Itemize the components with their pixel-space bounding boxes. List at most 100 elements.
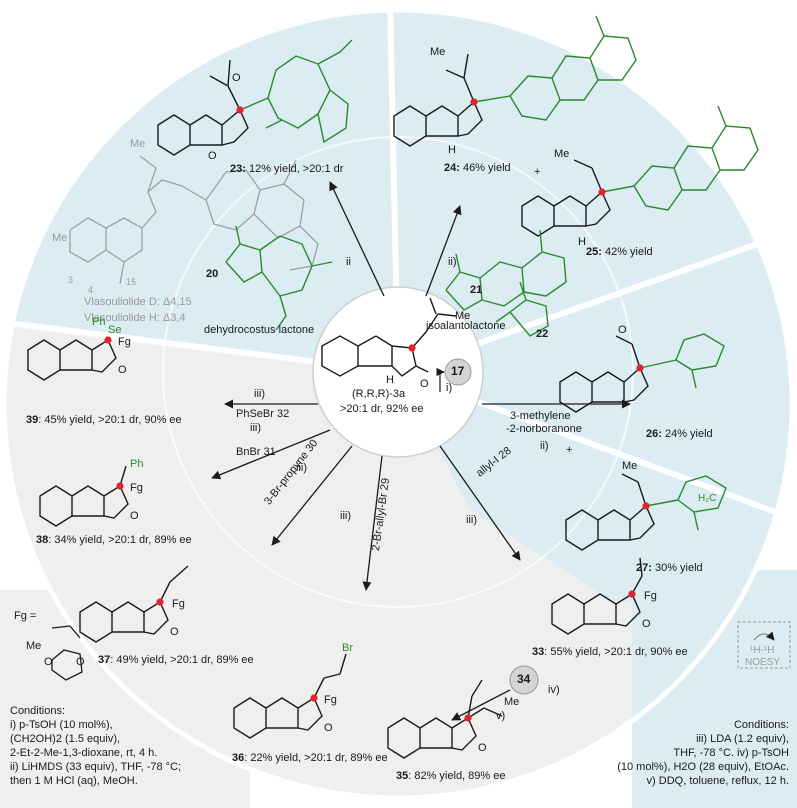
atom-me-35: Me — [504, 696, 520, 708]
reagent-bnbr: BnBr 31 — [236, 446, 276, 458]
atom-o-33: O — [642, 618, 651, 630]
atom-o-35: O — [478, 742, 487, 754]
plus-26-27: + — [566, 444, 573, 456]
atom-br-36: Br — [342, 642, 353, 654]
vlasouliolide-structure — [69, 155, 319, 285]
caption-24: 24: 46% yield — [444, 162, 511, 174]
atom-me-24: Me — [430, 46, 446, 58]
conditions-right-line-4: v) DDQ, toluene, reflux, 12 h. — [646, 775, 789, 787]
atom-ph-39: Ph — [92, 316, 106, 328]
atom-h-25: H — [578, 236, 586, 248]
vlasouliolide-n3: 3 — [68, 275, 74, 285]
conditions-left-panel — [0, 590, 250, 808]
product-27-green-part — [645, 475, 727, 531]
plus-24-25: + — [534, 166, 541, 178]
fg-me: Me — [26, 640, 42, 652]
conditions-right-line-2: THF, -78 °C. iv) p-TsOH — [673, 747, 789, 759]
step-iii-propyne: iii) — [296, 462, 307, 474]
norbornanone-step: ii) — [540, 440, 549, 452]
substrate-label: (R,R,R)-3a — [352, 388, 406, 400]
atom-o-23-ring: O — [208, 150, 217, 162]
product-23-structure — [157, 59, 249, 156]
caption-39: 39: 45% yield, >20:1 dr, 90% ee — [26, 414, 182, 426]
caption-35: 35: 82% yield, 89% ee — [396, 770, 506, 782]
vlasouliolide-n15: 15 — [126, 277, 137, 287]
product-36-structure — [233, 653, 347, 739]
conditions-left-line-5: then 1 M HCl (aq), MeOH. — [10, 775, 138, 787]
conditions-right-line-1: iii) LDA (1.2 equiv), — [696, 733, 789, 745]
noesy-legend-box — [737, 621, 791, 669]
atom-me-27: Me — [622, 460, 638, 472]
vlasouliolide-n4: 4 — [88, 285, 94, 295]
atom-o-37: O — [170, 626, 179, 638]
step-ii-left: ii — [346, 256, 351, 268]
product-23-green-part — [239, 39, 353, 144]
lactone-21-structure — [445, 229, 567, 311]
reagent-phsebr: PhSeBr 32 — [236, 408, 290, 420]
step-ii-right: ii) — [448, 256, 457, 268]
compound-34-label: 34 — [517, 672, 531, 686]
conditions-right-line-3: (10 mol%), H2O (28 equiv), EtOAc. — [617, 761, 789, 773]
noesy-label: NOESY — [745, 657, 781, 668]
norbornanone-name-1: 3-methylene — [510, 410, 571, 422]
atom-fg-36: Fg — [324, 694, 337, 706]
fg-definition-label: Fg = — [14, 610, 37, 622]
atom-o-38: O — [130, 510, 139, 522]
atom-h2c-27: H₂C — [698, 493, 717, 504]
product-37-structure — [79, 565, 189, 643]
product-25-green-part — [601, 105, 759, 211]
reaction-arrows — [211, 181, 631, 721]
product-39-structure — [27, 338, 117, 381]
atom-fg-37: Fg — [172, 598, 185, 610]
conditions-right-panel — [632, 570, 797, 808]
conditions-right-title: Conditions: — [733, 719, 789, 731]
stereocenter-dot — [408, 344, 416, 352]
step-v: v) — [496, 710, 506, 722]
vlasouliolide-d: Vlasouliolide D: Δ4,15 — [84, 296, 192, 308]
atom-o-3a: O — [420, 378, 429, 390]
norbornanone-number: 22 — [536, 328, 549, 340]
product-27-structure — [565, 473, 655, 551]
atom-h-24: H — [448, 144, 456, 156]
conditions-left-title: Conditions: — [10, 705, 66, 717]
caption-38: 38: 34% yield, >20:1 dr, 89% ee — [36, 534, 192, 546]
lactone-21-number: 21 — [470, 284, 483, 296]
atom-se-39: Se — [108, 324, 122, 336]
product-24-green-part — [473, 15, 637, 121]
lactone-21-name: isoalantolactone — [426, 320, 506, 332]
caption-23: 23: 12% yield, >20:1 dr — [230, 163, 344, 175]
norbornanone-22-structure — [495, 281, 549, 337]
atom-o-23: O — [232, 72, 241, 84]
substrate-stereo-info: >20:1 dr, 92% ee — [340, 403, 424, 415]
caption-26: 26: 24% yield — [646, 428, 713, 440]
atom-fg-38: Fg — [130, 482, 143, 494]
product-24-structure — [393, 53, 483, 147]
fg-o-1: O — [44, 656, 53, 668]
vlasouliolide-h: Vlasouliolide H: Δ3,4 — [84, 312, 186, 324]
caption-25: 25: 42% yield — [586, 246, 653, 258]
atom-o-26: O — [618, 324, 627, 336]
caption-37: 37: 49% yield, >20:1 dr, 89% ee — [98, 654, 254, 666]
lactone-20-number: 20 — [206, 268, 219, 280]
step-iii-phsebr: iii) — [254, 388, 265, 400]
atom-fg-39: Fg — [118, 336, 131, 348]
product-26-structure — [559, 335, 649, 413]
step-iv: iv) — [548, 684, 560, 696]
step-iii-allyl: iii) — [466, 514, 477, 526]
atom-o-39: O — [118, 364, 127, 376]
caption-36: 36: 22% yield, >20:1 dr, 89% ee — [232, 752, 388, 764]
step-iii-bromoallyl: iii) — [340, 510, 351, 522]
norbornanone-name-2: -2-norboranone — [506, 423, 582, 435]
product-25-structure — [521, 159, 611, 237]
lactone-20-name: dehydrocostus lactone — [204, 324, 315, 336]
caption-33: 33: 55% yield, >20:1 dr, 90% ee — [532, 646, 688, 658]
product-26-green-part — [639, 333, 725, 389]
atom-o-36: O — [324, 722, 333, 734]
atom-h-3a: H — [386, 374, 394, 386]
atom-me-25: Me — [554, 148, 570, 160]
conditions-left-line-3: 2-Et-2-Me-1,3-dioxane, rt, 4 h. — [10, 747, 158, 759]
compound-34-ball — [509, 665, 539, 695]
substrate-me: Me — [455, 310, 471, 322]
atom-fg-33: Fg — [644, 590, 657, 602]
